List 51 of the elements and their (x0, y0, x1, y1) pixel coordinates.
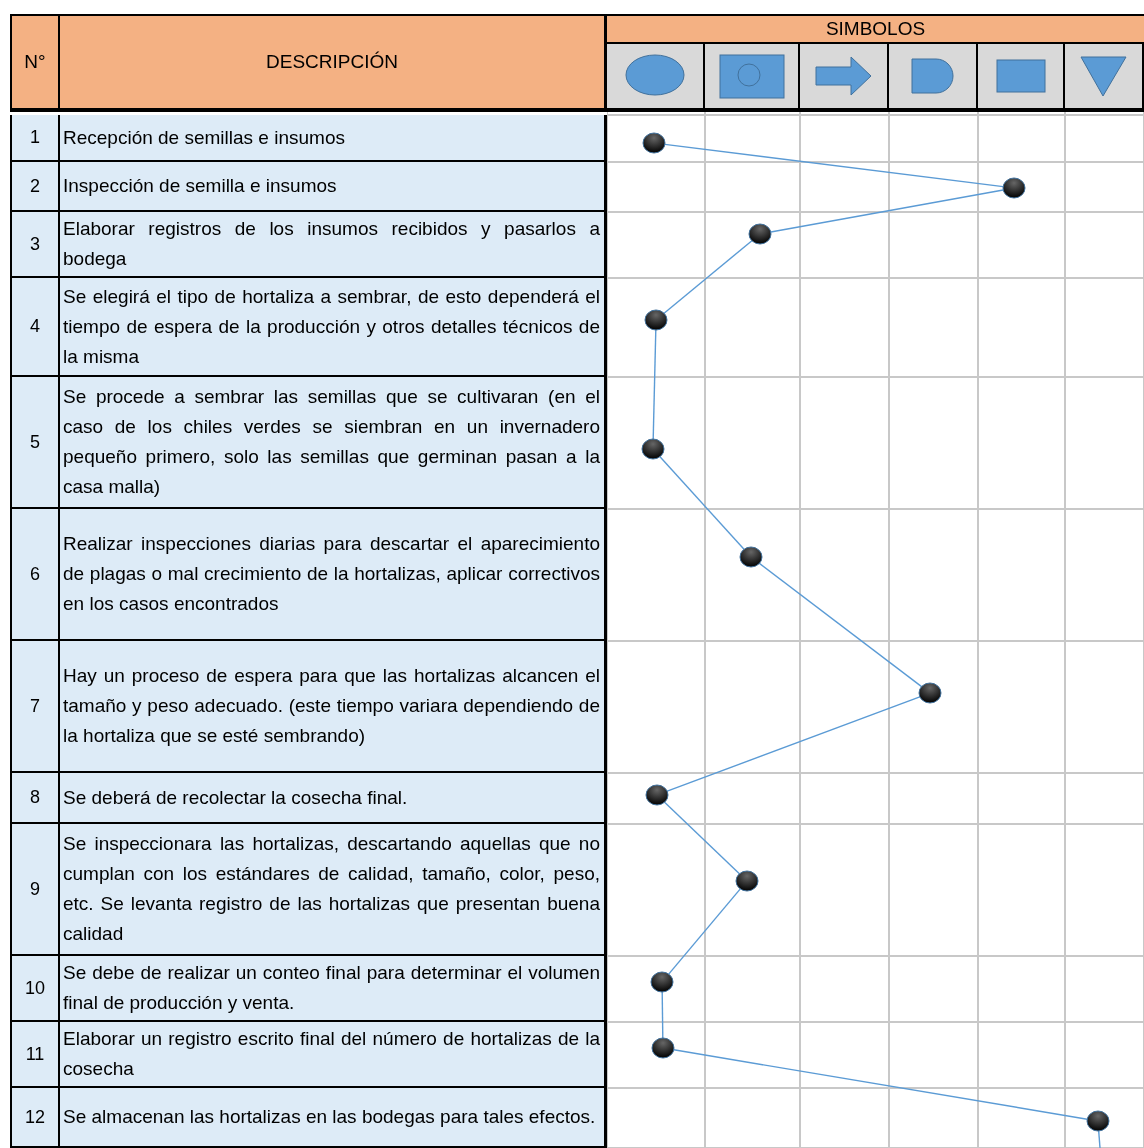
connector-line (758, 562, 923, 688)
row-number: 10 (10, 956, 60, 1022)
row-number: 2 (10, 162, 60, 212)
description-text: Inspección de semilla e insumos (60, 162, 607, 212)
row-number: 1 (10, 115, 60, 162)
connector-line (673, 1049, 1088, 1120)
connector-line (661, 991, 664, 1039)
row-number: 3 (10, 212, 60, 278)
description-text: Recepción de semillas e insumos (60, 115, 607, 162)
process-dot (644, 309, 668, 331)
column-header: DESCRIPCIÓN (60, 14, 607, 112)
row-number: 12 (10, 1088, 60, 1148)
description-text: Realizar inspecciones diarias para descartar el aparecimiento de plagas o mal crecimiento de la hortalizas, aplicar correctivos en los casos encontrados (60, 509, 607, 641)
connector-line (663, 240, 753, 314)
process-dot (650, 971, 674, 993)
description-text: Elaborar un registro escrito final del número de hortalizas de la cosecha (60, 1022, 607, 1088)
description-text: Se procede a sembrar las semillas que se cultivaran (en el caso de los chiles verdes se siembran en un invernadero pequeño primero, solo las semillas que germinan pasan a la casa malla) (60, 377, 607, 509)
process-dot (748, 223, 772, 245)
row-number: 4 (10, 278, 60, 377)
process-dot (651, 1037, 675, 1059)
connector-line (666, 696, 921, 792)
row-number: 11 (10, 1022, 60, 1088)
row-number: 6 (10, 509, 60, 641)
description-text: Se debe de realizar un conteo final para determinar el volumen final de producción y venta. (60, 956, 607, 1022)
process-dot (918, 682, 942, 704)
column-header: SIMBOLOS (607, 14, 1144, 44)
description-text: Se inspeccionara las hortalizas, descartando aquellas que no cumplan con los estándares de calidad, tamaño, color, peso, etc. Se levanta registro de las hortalizas que presentan buena calidad (60, 824, 607, 956)
connector-line (659, 456, 745, 550)
row-number: 7 (10, 641, 60, 773)
description-text: Elaborar registros de los insumos recibidos y pasarlos a bodega (60, 212, 607, 278)
connector-line (668, 888, 741, 975)
process-dot (641, 438, 665, 460)
process-dot (642, 132, 666, 154)
process-dot (645, 784, 669, 806)
connector-line (663, 801, 741, 875)
row-number: 9 (10, 824, 60, 956)
description-text: Se elegirá el tipo de hortaliza a sembrar, de esto dependerá el tiempo de espera de la producción y otros detalles técnicos de la misma (60, 278, 607, 377)
column-header: N° (10, 14, 60, 112)
process-dot (1002, 177, 1026, 199)
process-dot (735, 870, 759, 892)
connector-line (664, 143, 1004, 188)
row-number: 5 (10, 377, 60, 509)
description-text: Hay un proceso de espera para que las hortalizas alcancen el tamaño y peso adecuado. (este tiempo variara dependiendo de la hortaliza que se esté sembrando) (60, 641, 607, 773)
description-text: Se almacenan las hortalizas en las bodegas para tales efectos. (60, 1088, 607, 1148)
process-dot (739, 546, 763, 568)
connector-line (770, 189, 1004, 233)
row-number: 8 (10, 773, 60, 824)
connector-line (652, 329, 657, 440)
connector-line (1098, 1130, 1101, 1148)
description-text: Se deberá de recolectar la cosecha final. (60, 773, 607, 824)
process-dot (1086, 1110, 1110, 1132)
